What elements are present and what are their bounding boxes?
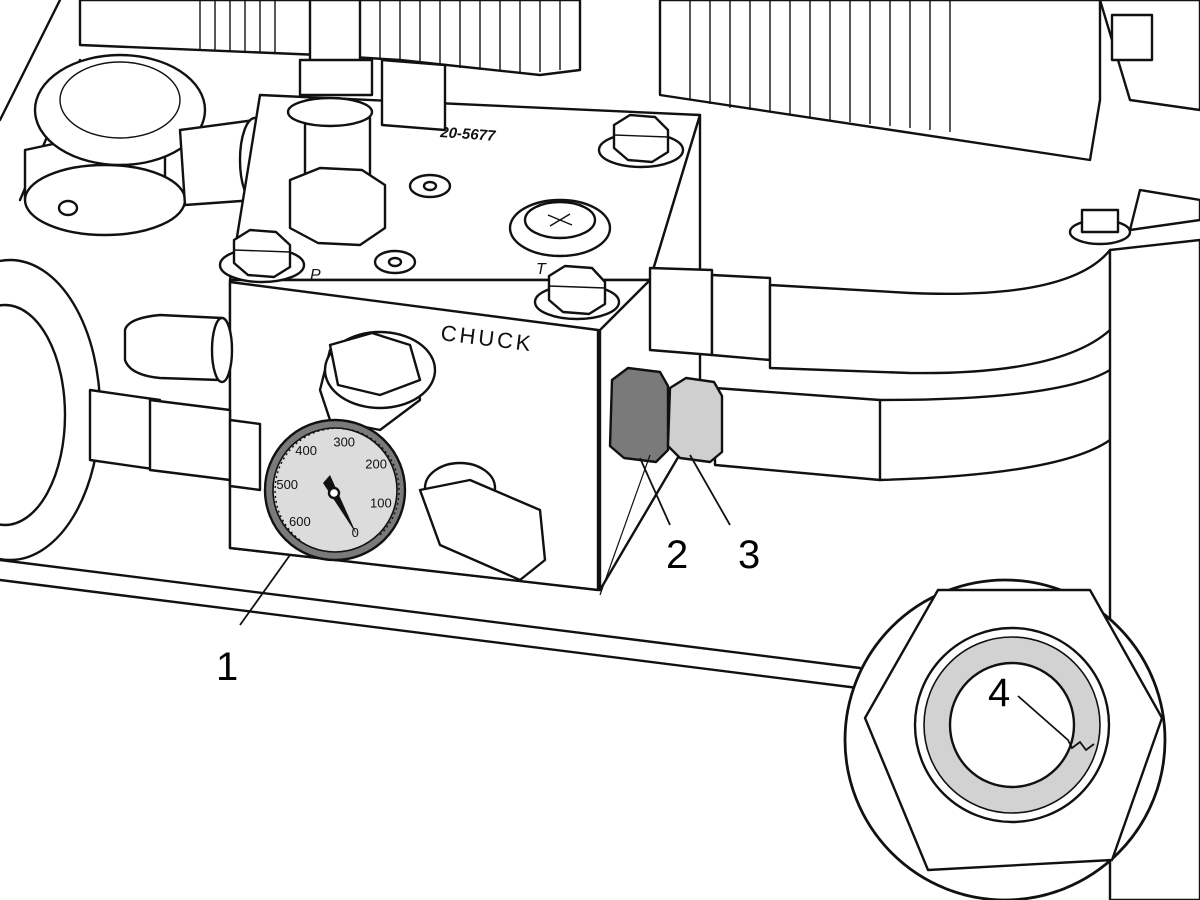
callout-1: 1 [216,645,238,689]
gauge-scale-label: 400 [295,443,317,458]
gauge-scale-label: 100 [370,495,392,510]
inset-magnified-view [843,578,1167,900]
pressure-gauge: 0 100 200 300 400 500 600 [263,418,407,562]
callout-2: 2 [666,533,688,577]
port-p-label: P [310,267,321,284]
gauge-adapter [318,330,437,432]
gauge-scale-label: 500 [276,477,298,492]
bolt-right-small [1068,208,1132,246]
fitting-3-light [666,376,724,464]
bolt-left [218,228,306,284]
top-finned-unit-right [658,0,1200,232]
callout-4: 4 [988,671,1010,715]
part-number: 20-5677 [439,124,497,145]
fitting-2-dark [608,366,670,464]
leader-lines [239,454,731,626]
upper-right-hose [648,248,1112,375]
side-plug [123,313,234,384]
gauge-scale-label: 0 [352,525,359,540]
left-hose [148,398,262,492]
gauge-hub [327,486,341,500]
pressure-port-fitting [286,0,447,247]
bleed-valve [418,461,547,582]
block-bolts [218,113,1132,321]
lower-right-hose [713,368,1112,482]
gauge-scale: 0 100 200 300 400 500 600 [276,434,391,540]
bolt-top-right [597,113,685,169]
left-pressure-gauge [0,258,162,562]
gauge-scale-label: 200 [365,457,387,472]
gauge-scale-label: 600 [289,514,311,529]
accumulator [23,53,272,237]
gauge-scale-label: 300 [333,434,355,449]
port-t-label: T [536,261,547,278]
bolt-front [533,264,621,321]
callout-3: 3 [738,533,760,577]
